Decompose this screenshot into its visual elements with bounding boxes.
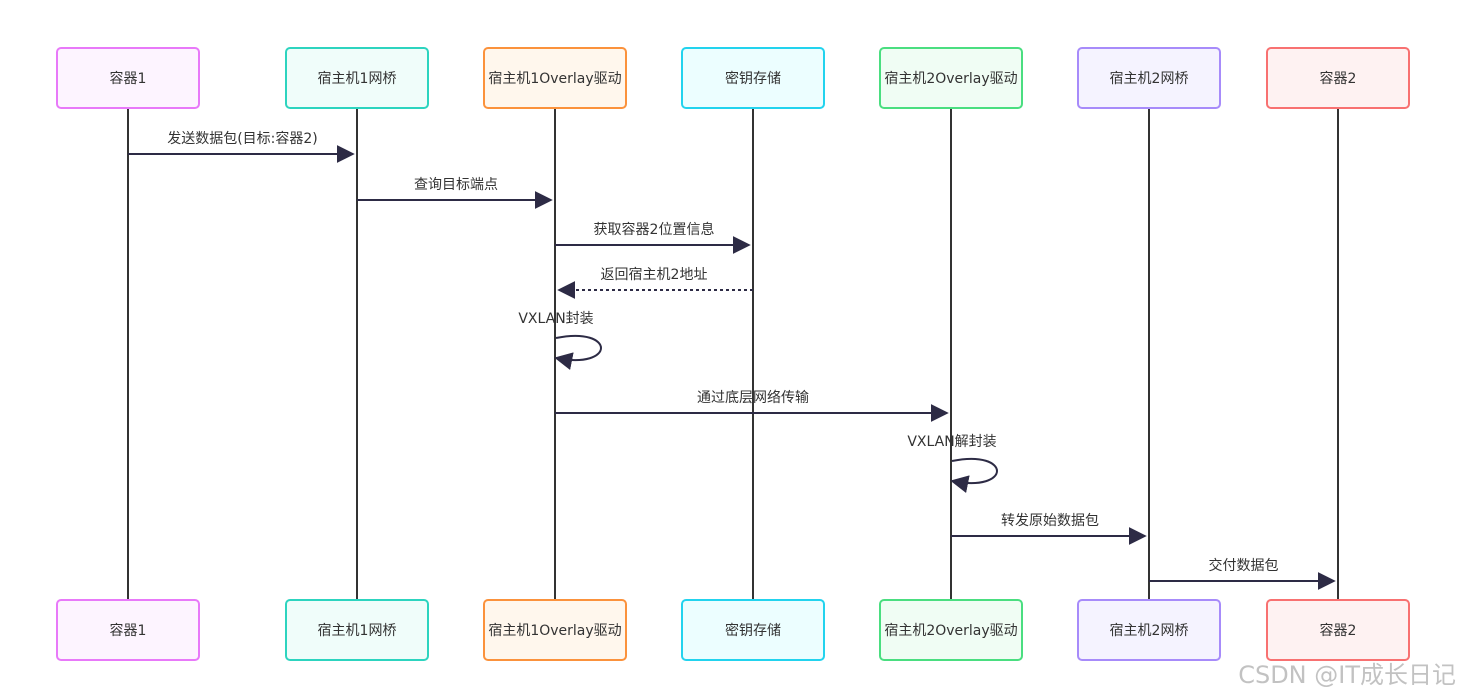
watermark-text: CSDN @IT成长日记 xyxy=(1238,661,1456,689)
participant-o2-top: 宿主机2Overlay驱动 xyxy=(879,47,1023,109)
participant-o1-top: 宿主机1Overlay驱动 xyxy=(483,47,627,109)
message-5: VXLAN封装 xyxy=(518,311,602,370)
participant-label: 容器2 xyxy=(1320,622,1357,639)
participant-box xyxy=(879,599,1023,661)
message-label: VXLAN解封装 xyxy=(907,434,996,450)
participant-box xyxy=(483,599,627,661)
message-label: 发送数据包(目标:容器2) xyxy=(167,130,318,147)
message-1: 发送数据包(目标:容器2) xyxy=(128,130,355,163)
participant-box xyxy=(1077,599,1221,661)
message-4: 返回宿主机2地址 xyxy=(557,266,753,299)
participant-box xyxy=(681,47,825,109)
participant-label: 宿主机2Overlay驱动 xyxy=(884,622,1017,639)
message-6: 通过底层网络传输 xyxy=(555,390,949,422)
message-label: VXLAN封装 xyxy=(518,311,593,327)
participant-label: 宿主机1Overlay驱动 xyxy=(488,622,621,639)
participant-label: 密钥存储 xyxy=(725,70,781,87)
participant-box xyxy=(483,47,627,109)
participant-box xyxy=(1077,47,1221,109)
participant-c2-top: 容器2 xyxy=(1266,47,1410,109)
participant-label: 容器2 xyxy=(1320,70,1357,87)
participant-label: 容器1 xyxy=(110,70,147,87)
participant-o1-bottom: 宿主机1Overlay驱动 xyxy=(483,599,627,661)
lifelines xyxy=(127,108,1339,600)
message-label: 查询目标端点 xyxy=(414,177,498,193)
participant-box xyxy=(1266,599,1410,661)
participant-b1-top: 宿主机1网桥 xyxy=(285,47,429,109)
participant-label: 宿主机1Overlay驱动 xyxy=(488,70,621,87)
participant-b2-top: 宿主机2网桥 xyxy=(1077,47,1221,109)
message-8: 转发原始数据包 xyxy=(951,513,1147,545)
participant-label: 宿主机1网桥 xyxy=(318,622,397,639)
participant-label: 宿主机2网桥 xyxy=(1110,622,1189,639)
participant-box xyxy=(1266,47,1410,109)
participant-box xyxy=(56,47,200,109)
participant-c1-top: 容器1 xyxy=(56,47,200,109)
message-label: 获取容器2位置信息 xyxy=(594,221,715,238)
self-loop-arrow xyxy=(950,458,998,493)
self-loop-arrow xyxy=(554,335,602,370)
participant-label: 宿主机1网桥 xyxy=(318,70,397,87)
message-9: 交付数据包 xyxy=(1149,557,1336,590)
participant-box xyxy=(879,47,1023,109)
participant-c2-bottom: 容器2 xyxy=(1266,599,1410,661)
participant-box xyxy=(681,599,825,661)
message-label: 转发原始数据包 xyxy=(1001,513,1099,529)
participant-kv-top: 密钥存储 xyxy=(681,47,825,109)
participant-kv-bottom: 密钥存储 xyxy=(681,599,825,661)
participant-label: 宿主机2Overlay驱动 xyxy=(884,70,1017,87)
participant-b2-bottom: 宿主机2网桥 xyxy=(1077,599,1221,661)
participant-box xyxy=(56,599,200,661)
participant-label: 密钥存储 xyxy=(725,622,781,639)
message-label: 交付数据包 xyxy=(1209,557,1279,574)
participants: 容器1容器1宿主机1网桥宿主机1网桥宿主机1Overlay驱动宿主机1Overl… xyxy=(56,47,1410,661)
message-2: 查询目标端点 xyxy=(357,177,553,209)
message-label: 返回宿主机2地址 xyxy=(601,266,708,283)
participant-box xyxy=(285,599,429,661)
participant-o2-bottom: 宿主机2Overlay驱动 xyxy=(879,599,1023,661)
participant-b1-bottom: 宿主机1网桥 xyxy=(285,599,429,661)
participant-c1-bottom: 容器1 xyxy=(56,599,200,661)
message-7: VXLAN解封装 xyxy=(907,434,998,493)
participant-label: 宿主机2网桥 xyxy=(1110,70,1189,87)
participant-label: 容器1 xyxy=(110,622,147,639)
message-3: 获取容器2位置信息 xyxy=(555,221,751,254)
message-label: 通过底层网络传输 xyxy=(697,390,809,406)
participant-box xyxy=(285,47,429,109)
